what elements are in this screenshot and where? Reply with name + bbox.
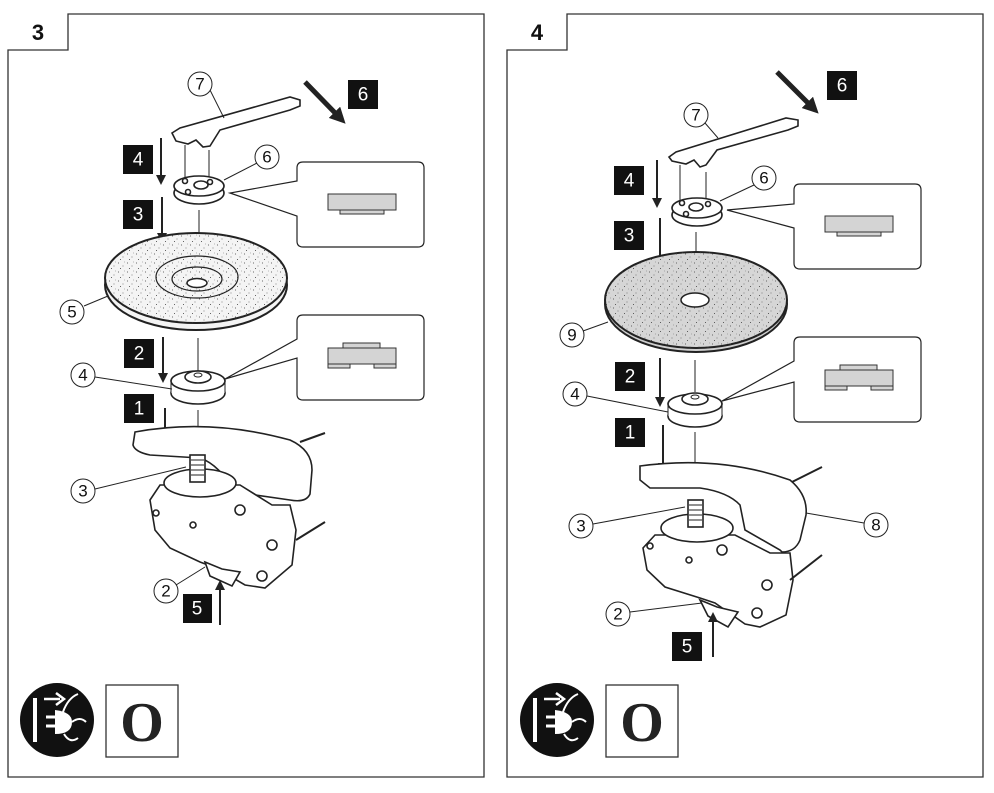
step-badge: 4 — [123, 145, 153, 174]
callout-2: 2 — [153, 578, 179, 604]
svg-text:5: 5 — [67, 303, 76, 322]
callout-6: 6 — [751, 165, 777, 191]
panel-3-number: 3 — [32, 20, 44, 45]
callout-4: 4 — [562, 381, 588, 407]
step-badge: 1 — [615, 418, 645, 447]
step-badge: 6 — [827, 71, 857, 100]
svg-text:4: 4 — [133, 150, 144, 171]
panel-4: 4 6 7 4 — [506, 13, 984, 778]
step-badge: 4 — [614, 166, 644, 195]
step-badge: 1 — [124, 394, 154, 423]
callout-9: 9 — [559, 322, 585, 348]
svg-text:6: 6 — [262, 148, 271, 167]
svg-text:1: 1 — [134, 399, 145, 420]
svg-text:2: 2 — [625, 367, 636, 388]
switch-off-symbol: O — [105, 684, 179, 758]
svg-text:O: O — [120, 692, 164, 754]
svg-text:2: 2 — [613, 605, 622, 624]
svg-text:8: 8 — [871, 516, 880, 535]
step-badge: 5 — [672, 632, 702, 661]
svg-text:9: 9 — [567, 326, 576, 345]
callout-3: 3 — [70, 478, 96, 504]
callout-7: 7 — [683, 102, 709, 128]
svg-text:5: 5 — [682, 637, 693, 658]
callout-4: 4 — [70, 362, 96, 388]
unplug-before-service-icon — [20, 683, 94, 757]
svg-text:3: 3 — [78, 482, 87, 501]
step-badge: 5 — [183, 594, 212, 623]
rotate-arrow — [303, 80, 346, 124]
svg-text:1: 1 — [625, 423, 636, 444]
svg-text:3: 3 — [133, 205, 144, 226]
panel-3: 3 6 7 4 — [7, 13, 485, 778]
inner-flange — [667, 392, 723, 428]
callout-2: 2 — [605, 601, 631, 627]
unplug-before-service-icon — [520, 683, 594, 757]
callout-3: 3 — [568, 513, 594, 539]
callout-6: 6 — [254, 144, 280, 170]
step-badge: 2 — [615, 362, 645, 391]
lock-nut — [173, 175, 225, 205]
svg-text:4: 4 — [78, 366, 87, 385]
svg-text:2: 2 — [134, 344, 145, 365]
detail-box-flange-orientation — [721, 336, 922, 423]
detail-box-nut-orientation — [227, 161, 425, 248]
panel-4-number: 4 — [531, 20, 544, 45]
step-badge: 2 — [124, 339, 154, 368]
callout-8: 8 — [863, 512, 889, 538]
svg-text:7: 7 — [195, 75, 204, 94]
step-badge: 6 — [348, 80, 378, 109]
grinder-head — [132, 425, 326, 589]
detail-box-nut-orientation — [726, 183, 922, 270]
detail-box-flange-orientation — [224, 314, 425, 401]
svg-text:6: 6 — [358, 85, 369, 106]
lock-nut — [671, 197, 723, 227]
panel-4-frame — [506, 13, 984, 778]
svg-text:5: 5 — [192, 599, 203, 620]
svg-text:4: 4 — [624, 171, 635, 192]
spanner-wrench — [667, 117, 799, 168]
step-badge: 3 — [614, 221, 644, 250]
panel-3-frame — [7, 13, 485, 778]
callout-7: 7 — [187, 71, 213, 97]
grinding-disc — [104, 232, 288, 331]
svg-text:O: O — [620, 692, 664, 754]
callout-5: 5 — [59, 299, 85, 325]
spanner-wrench — [170, 96, 301, 148]
svg-text:2: 2 — [161, 582, 170, 601]
svg-text:6: 6 — [837, 76, 848, 97]
cutting-disc — [604, 251, 788, 353]
grinder-head — [639, 461, 823, 629]
step-badge: 3 — [123, 200, 153, 229]
svg-text:3: 3 — [624, 226, 635, 247]
inner-flange — [170, 370, 226, 405]
rotate-arrow — [775, 70, 819, 114]
svg-text:6: 6 — [759, 169, 768, 188]
svg-text:7: 7 — [691, 106, 700, 125]
svg-text:3: 3 — [576, 517, 585, 536]
svg-text:4: 4 — [570, 385, 579, 404]
switch-off-symbol: O — [605, 684, 679, 758]
